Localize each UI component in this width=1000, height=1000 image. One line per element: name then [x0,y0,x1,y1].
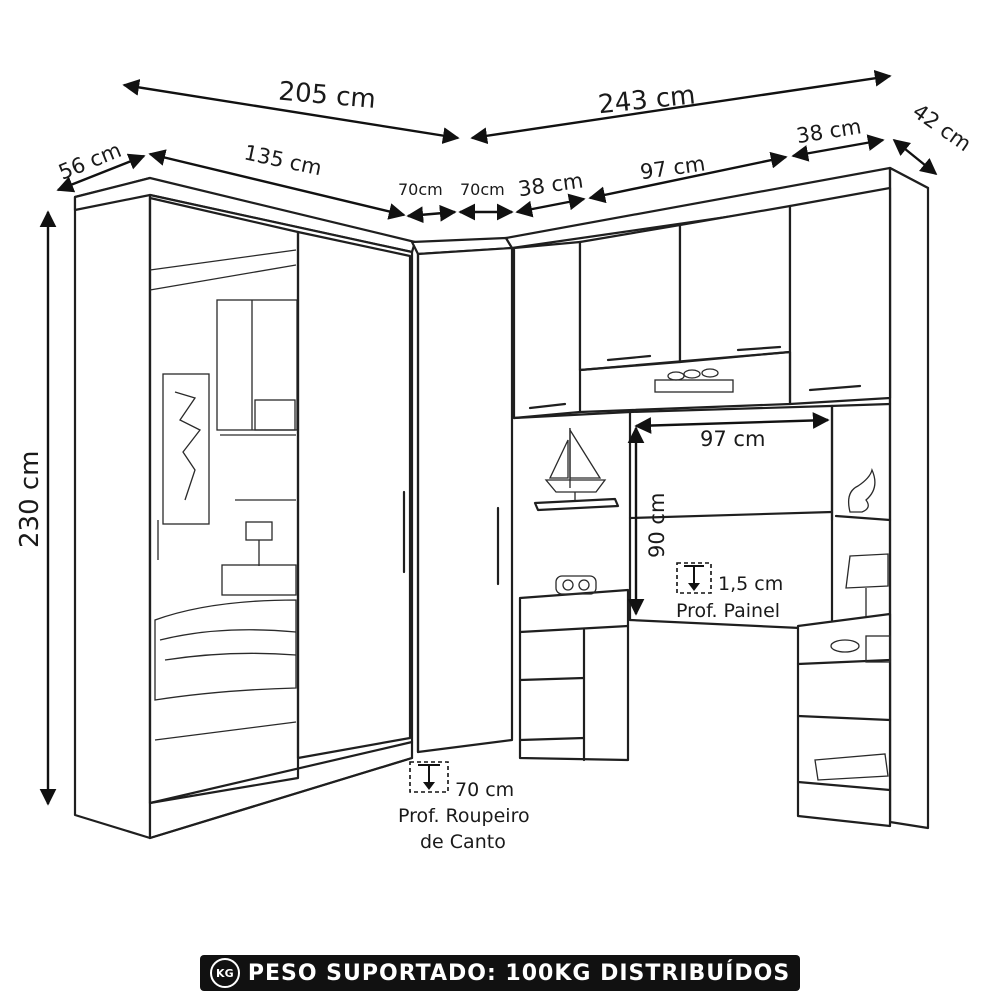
sailboat-decor [544,427,607,500]
corner-depth-label-1: Prof. Roupeiro [398,805,530,827]
dim-wardrobe-width: 135 cm [242,140,324,180]
weight-capacity-text: PESO SUPORTADO: 100KG DISTRIBUÍDOS [247,960,791,986]
dim-seg-97: 97 cm [639,151,707,184]
right-units [504,166,930,830]
weight-capacity-banner: KG PESO SUPORTADO: 100KG DISTRIBUÍDOS [200,955,800,991]
left-wardrobe [73,176,417,840]
dim-desk-width: 97 cm [700,427,765,451]
dim-total-left: 205 cm [277,77,377,115]
table-lamp [845,553,889,619]
mirror-door [148,196,300,805]
niche-items [654,368,734,393]
panel-depth-label: Prof. Painel [676,600,780,622]
dim-total-right: 243 cm [597,80,697,120]
corner-depth-value: 70 cm [455,779,514,801]
corner-wardrobe [410,236,514,754]
dim-seg-38-a: 38 cm [517,168,585,201]
dim-corner-b: 70cm [460,180,505,199]
dim-corner-a: 70cm [398,180,443,199]
dimension-lines [39,69,938,806]
panel-depth-value: 1,5 cm [718,573,783,595]
right-nightstand-items [814,635,891,781]
dim-height: 230 cm [15,450,45,548]
dim-depth-right: 42 cm [908,99,975,156]
weight-kg-icon: KG [209,958,240,988]
sliding-door [296,230,412,760]
dim-seg-38-b: 38 cm [795,114,863,148]
decor-figurine [847,468,876,513]
alarm-clock [555,575,597,595]
dim-desk-height: 90 cm [645,493,669,558]
mirror-reflection [149,249,298,741]
corner-depth-label-2: de Canto [420,831,506,853]
corner-depth-icon [409,761,449,793]
panel-depth-icon [676,562,712,594]
